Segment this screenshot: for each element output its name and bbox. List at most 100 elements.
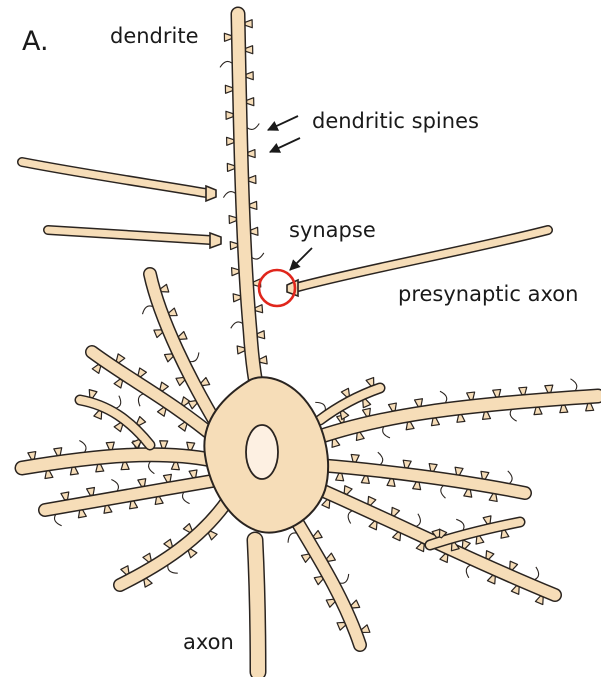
spine-arrow-lower <box>270 138 300 152</box>
filopodium <box>383 427 390 438</box>
spine <box>114 423 123 432</box>
spine <box>464 489 472 497</box>
spine <box>106 442 114 449</box>
branch-left-down <box>120 500 228 585</box>
spine <box>61 492 69 500</box>
spine <box>511 586 519 595</box>
label-presynaptic-axon: presynaptic axon <box>398 284 578 305</box>
axon-initial <box>255 540 258 672</box>
spine <box>137 417 146 426</box>
filopodium <box>252 253 264 259</box>
filopodium <box>348 511 352 524</box>
spine <box>322 500 330 509</box>
filopodium <box>378 452 383 464</box>
spine <box>363 408 371 416</box>
spine <box>45 471 53 479</box>
spine <box>483 516 491 524</box>
filopodium <box>220 61 232 67</box>
spine <box>403 460 411 468</box>
spine <box>327 553 336 561</box>
spine <box>545 385 553 392</box>
spine <box>493 389 501 396</box>
filopodium <box>456 519 464 530</box>
filopodium <box>223 192 235 198</box>
filopodium <box>570 379 576 391</box>
spine <box>183 524 192 533</box>
spine <box>510 561 518 570</box>
branch-left-middle <box>22 455 212 468</box>
filopodium <box>111 480 118 491</box>
spine <box>366 378 374 386</box>
axon-terminal <box>210 233 221 248</box>
spine <box>171 462 179 469</box>
filopodium <box>183 492 190 503</box>
spine <box>121 462 129 469</box>
spine <box>28 452 36 460</box>
spine <box>313 531 322 539</box>
spine <box>247 98 254 106</box>
spine <box>251 227 258 235</box>
spine <box>301 554 310 562</box>
spine <box>246 72 253 80</box>
spine <box>87 488 95 496</box>
spine <box>160 441 168 448</box>
spine <box>392 507 400 516</box>
spine <box>138 368 146 377</box>
spine <box>314 576 323 584</box>
spine <box>249 176 256 184</box>
spine <box>201 378 210 386</box>
spine <box>229 216 236 224</box>
label-synapse: synapse <box>289 220 376 241</box>
label-axon: axon <box>183 632 234 653</box>
filopodium <box>510 410 516 422</box>
label-dendritic-spines: dendritic spines <box>312 111 479 132</box>
spine <box>143 553 151 562</box>
spine <box>155 497 163 505</box>
spine <box>224 33 231 41</box>
spine <box>476 536 484 544</box>
filopodium <box>315 402 325 410</box>
spine <box>154 330 163 338</box>
axon-terminal <box>206 186 216 201</box>
spine <box>332 439 340 447</box>
spine <box>89 390 97 398</box>
filopodium <box>535 567 539 580</box>
spine <box>114 379 122 388</box>
filopodium <box>508 471 512 484</box>
spine <box>188 549 197 558</box>
filopodium <box>79 440 86 451</box>
spine <box>388 403 396 411</box>
spine <box>232 268 239 276</box>
filopodium <box>340 574 349 583</box>
spine <box>481 471 489 479</box>
panel-letter: A. <box>22 28 49 55</box>
spine <box>92 364 101 373</box>
spine <box>440 554 448 563</box>
spine <box>489 494 497 502</box>
filopodium <box>288 533 296 543</box>
spine <box>227 163 234 171</box>
spine <box>586 403 594 410</box>
spine <box>164 539 173 548</box>
spine <box>78 510 86 518</box>
spine <box>178 422 187 431</box>
filopodium <box>416 514 420 527</box>
filopodium <box>190 352 199 361</box>
spine <box>336 473 344 480</box>
spine <box>351 600 360 608</box>
spine <box>160 382 168 391</box>
spine <box>246 46 253 54</box>
spine <box>337 622 346 630</box>
spine <box>226 111 233 119</box>
spine <box>260 356 268 364</box>
spine <box>501 530 509 538</box>
synapse-arrow <box>290 248 312 270</box>
filopodium <box>168 565 178 573</box>
spine <box>178 332 187 340</box>
spine <box>351 454 359 462</box>
spine <box>361 625 369 633</box>
spine <box>534 407 542 414</box>
spine <box>208 531 217 540</box>
